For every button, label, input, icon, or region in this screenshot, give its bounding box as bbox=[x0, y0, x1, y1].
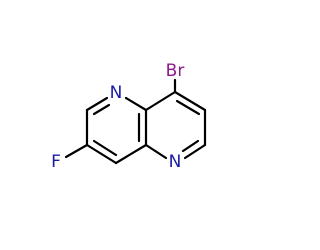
atom-label-n1: N bbox=[169, 152, 182, 172]
bond-c7-c8-outer bbox=[85, 143, 118, 165]
atom-label-br: Br bbox=[166, 61, 185, 81]
atom-labels: Br N N F bbox=[51, 61, 184, 172]
bond-c4a-n5 bbox=[124, 96, 148, 112]
bond-c7-f bbox=[64, 143, 89, 159]
bond-c8-c8a bbox=[114, 143, 148, 165]
bond-n1-c8a bbox=[144, 143, 168, 160]
bond-n5-c6-inner bbox=[92, 103, 111, 116]
bond-n5-c6-outer bbox=[85, 96, 109, 112]
atom-label-f: F bbox=[51, 152, 61, 172]
molecule-diagram: Br N N F bbox=[51, 61, 207, 172]
atom-label-n5: N bbox=[110, 83, 123, 103]
bond-c2-n1-outer bbox=[183, 143, 207, 160]
bond-c4-c4a bbox=[144, 90, 177, 112]
bond-c4-c3-inner bbox=[175, 99, 201, 116]
bond-c7-c8-inner bbox=[92, 139, 118, 157]
bond-c4-c3-outer bbox=[173, 90, 207, 112]
bonds bbox=[64, 78, 207, 165]
bond-c2-n1-inner bbox=[181, 139, 200, 153]
